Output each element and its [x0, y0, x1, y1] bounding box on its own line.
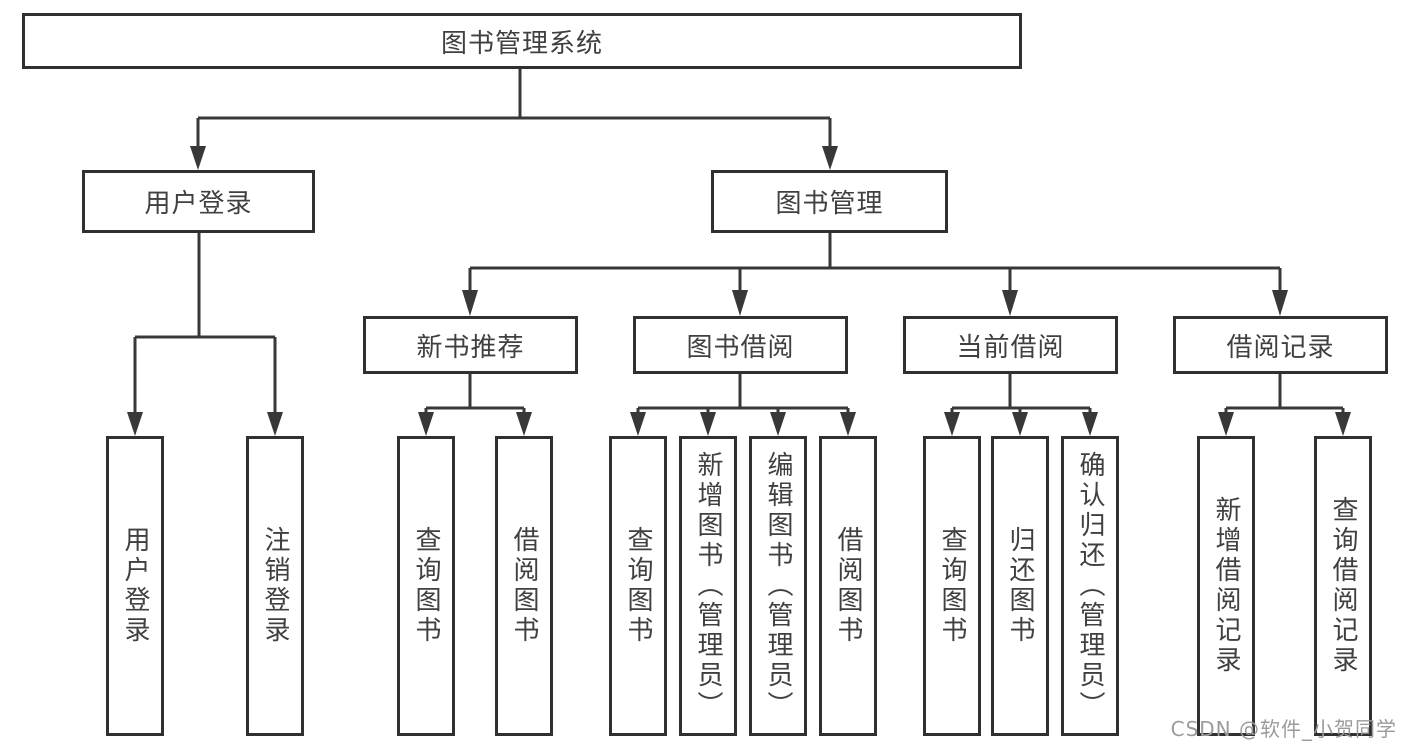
node-book-mgmt: 图书管理 — [711, 170, 948, 233]
leaf-user-login: 用户登录 — [106, 436, 164, 736]
leaf-record-query-label: 查询借阅记录 — [1328, 496, 1358, 676]
leaf-current-return: 归还图书 — [991, 436, 1049, 736]
node-borrow-record: 借阅记录 — [1173, 316, 1388, 374]
leaf-newbook-borrow: 借阅图书 — [495, 436, 553, 736]
connector-book-borrow — [630, 374, 856, 436]
leaf-borrow-borrow-label: 借阅图书 — [833, 526, 863, 646]
node-current-borrow: 当前借阅 — [903, 316, 1118, 374]
leaf-borrow-query: 查询图书 — [609, 436, 667, 736]
node-new-book-rec: 新书推荐 — [363, 316, 578, 374]
leaf-newbook-query: 查询图书 — [397, 436, 455, 736]
leaf-current-query-label: 查询图书 — [937, 526, 967, 646]
node-book-borrow: 图书借阅 — [633, 316, 848, 374]
node-new-book-rec-label: 新书推荐 — [416, 332, 525, 363]
node-user-login-label: 用户登录 — [144, 189, 253, 219]
leaf-current-query: 查询图书 — [923, 436, 981, 736]
leaf-borrow-add: 新增图书（管理员） — [679, 436, 737, 736]
leaf-logout: 注销登录 — [246, 436, 304, 736]
leaf-borrow-borrow: 借阅图书 — [819, 436, 877, 736]
leaf-record-add: 新增借阅记录 — [1197, 436, 1255, 736]
connector-current-borrow — [944, 374, 1098, 436]
node-book-borrow-label: 图书借阅 — [686, 332, 795, 363]
leaf-borrow-query-label: 查询图书 — [623, 526, 653, 646]
node-user-login: 用户登录 — [82, 170, 315, 233]
leaf-borrow-edit-label: 编辑图书（管理员） — [763, 451, 793, 721]
leaf-current-confirm: 确认归还（管理员） — [1061, 436, 1119, 736]
leaf-current-confirm-label: 确认归还（管理员） — [1075, 451, 1105, 721]
leaf-record-add-label: 新增借阅记录 — [1211, 496, 1241, 676]
node-current-borrow-label: 当前借阅 — [956, 332, 1065, 363]
watermark-text: CSDN @软件_小贺同学 — [1170, 717, 1397, 741]
connector-borrow-record — [1218, 374, 1351, 436]
leaf-newbook-borrow-label: 借阅图书 — [509, 526, 539, 646]
leaf-user-login-label: 用户登录 — [120, 526, 150, 646]
node-root: 图书管理系统 — [22, 13, 1022, 69]
node-book-mgmt-label: 图书管理 — [775, 189, 884, 219]
node-root-label: 图书管理系统 — [440, 28, 603, 59]
connector-new-book-rec — [418, 374, 532, 436]
connector-user-login — [127, 233, 283, 436]
leaf-current-return-label: 归还图书 — [1005, 526, 1035, 646]
leaf-borrow-add-label: 新增图书（管理员） — [693, 451, 723, 721]
connector-root — [190, 69, 838, 170]
leaf-record-query: 查询借阅记录 — [1314, 436, 1372, 736]
leaf-borrow-edit: 编辑图书（管理员） — [749, 436, 807, 736]
leaf-logout-label: 注销登录 — [260, 526, 290, 646]
connector-book-mgmt — [462, 233, 1288, 316]
leaf-newbook-query-label: 查询图书 — [411, 526, 441, 646]
node-borrow-record-label: 借阅记录 — [1226, 332, 1335, 363]
